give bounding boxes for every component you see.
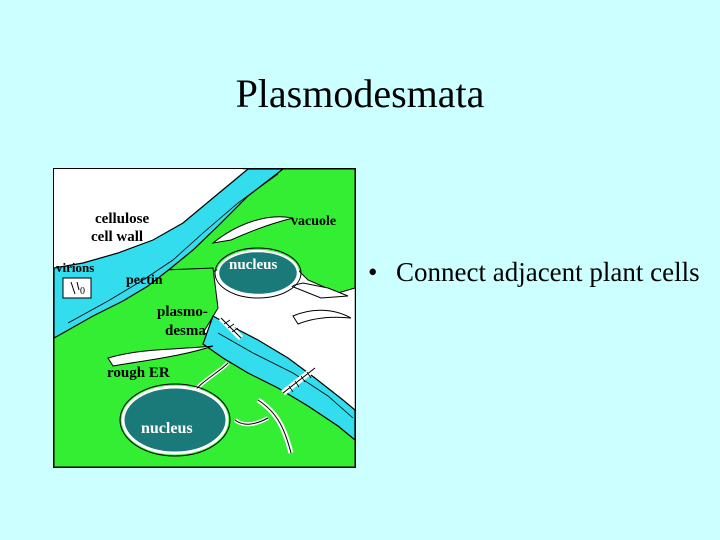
bullet-item: • Connect adjacent plant cells (368, 254, 708, 291)
bullet-marker: • (368, 257, 378, 287)
virion-icon (70, 281, 80, 295)
cell-wall-upper (53, 168, 285, 340)
svg-text:0: 0 (80, 286, 85, 297)
plasmodesma-pore-1 (218, 315, 244, 341)
label-virions: virions (56, 260, 94, 275)
plasmodesmata-diagram: 0 cellulose cell wall vacuole virions pe… (53, 168, 356, 468)
nucleus-bottom-shape (121, 385, 229, 455)
bullet-text: Connect adjacent plant cells (396, 257, 700, 287)
cell-wall-lower (202, 315, 356, 442)
vacuole-channel-2 (289, 282, 349, 299)
plasmodesma-pore-2 (281, 365, 317, 396)
slide-title: Plasmodesmata (235, 71, 485, 116)
label-nucleus-top: nucleus (229, 257, 278, 273)
nucleus-top-shape (216, 249, 300, 297)
label-cell-wall-2: cell wall (91, 229, 143, 245)
label-nucleus-bottom: nucleus (141, 420, 193, 437)
label-pectin: pectin (126, 273, 163, 288)
bullet-list: • Connect adjacent plant cells (368, 254, 708, 291)
label-plasmodesma-2: desma (165, 323, 206, 339)
vacuole-channel-1 (211, 216, 294, 244)
label-plasmodesma-1: plasmo- (157, 304, 208, 320)
vacuole-channel-3 (292, 309, 352, 325)
cytoplasm-top-left (54, 169, 243, 268)
rough-er-channel (107, 345, 214, 367)
virion-box (62, 277, 92, 299)
label-rough-er: rough ER (107, 365, 170, 381)
label-cell-wall-1: cellulose (95, 211, 149, 227)
label-vacuole: vacuole (291, 214, 336, 229)
